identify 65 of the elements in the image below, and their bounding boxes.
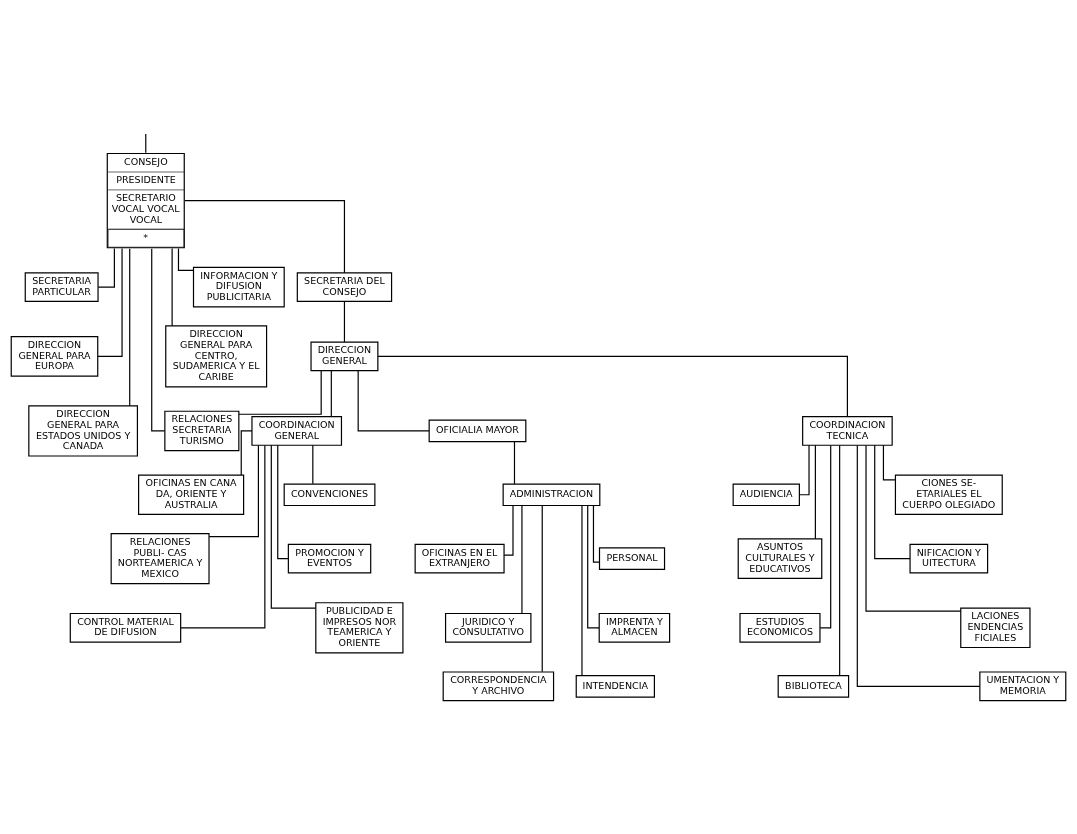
node-box: NIFICACION Y UITECTURA [909, 543, 989, 574]
connector [184, 200, 346, 274]
connector [270, 444, 317, 609]
node-box: COORDINACION GENERAL [251, 416, 343, 446]
node-box: PUBLICIDAD E IMPRESOS NOR TEAMERICA Y ORIENTE [315, 602, 404, 654]
connector [541, 505, 543, 673]
node-box: DIRECCION GENERAL PARA CENTRO, SUDAMERICA Y EL CARIBE [165, 325, 268, 388]
node-box: CORRESPONDENCIA Y ARCHIVO [442, 671, 555, 702]
node-box: SECRETARIA PARTICULAR [24, 272, 99, 303]
node-box: PROMOCION Y EVENTOS [287, 543, 372, 574]
connector [277, 444, 289, 560]
node-box: ADMINISTRACION [502, 483, 601, 507]
connector [97, 247, 115, 288]
connector [521, 505, 523, 614]
node-box: ESTUDIOS ECONOMICOS [739, 612, 821, 643]
connector [240, 430, 253, 476]
connector [874, 444, 911, 560]
node-box: RELACIONES SECRETARIA TURISMO [164, 410, 240, 452]
node-box: IMPRENTA Y ALMACEN [598, 612, 671, 643]
connector [357, 370, 430, 432]
connector [97, 247, 123, 357]
connector [798, 444, 810, 496]
node-box: CIONES SE- ETARIALES EL CUERPO OLEGIADO [894, 474, 1003, 516]
node-box: DIRECCION GENERAL PARA ESTADOS UNIDOS Y CANADA [28, 405, 138, 457]
connector [513, 441, 516, 485]
node-box: OFICIALIA MAYOR [428, 419, 527, 443]
node-box: JURIDICO Y CONSULTATIVO [445, 612, 532, 643]
connector [129, 248, 131, 407]
connector [865, 444, 962, 612]
node-box: INFORMACION Y DIFUSION PUBLICITARIA [192, 266, 285, 308]
connector [581, 505, 583, 676]
node-box: OFICINAS EN EL EXTRANJERO [414, 543, 505, 574]
node-box: CONVENCIONES [283, 483, 376, 507]
connector [839, 444, 841, 677]
connector [171, 247, 173, 327]
connector [238, 370, 322, 415]
connector [856, 444, 981, 687]
node-box: CONTROL MATERIAL DE DIFUSION [69, 612, 182, 643]
node-box: AUDIENCIA [732, 483, 800, 507]
node-box: BIBLIOTECA [777, 674, 850, 698]
node-box: COORDINACION TECNICA [802, 416, 893, 446]
node-box: UMENTACION Y MEMORIA [979, 671, 1067, 702]
connector [814, 444, 816, 540]
connector [330, 370, 332, 418]
node-box: ASUNTOS CULTURALES Y EDUCATIVOS [737, 538, 823, 579]
connector [377, 355, 848, 418]
node-box: INTENDENCIA [575, 674, 655, 698]
connector [180, 444, 266, 629]
node-box: DIRECCION GENERAL [310, 341, 379, 372]
connector [587, 505, 600, 629]
connector [592, 505, 601, 563]
connector [177, 247, 194, 272]
node-box: SECRETARIA DEL CONSEJO [296, 272, 393, 303]
connector [503, 504, 514, 556]
connector [882, 444, 896, 481]
node-box: LACIONES ENDENCIAS FICIALES [960, 607, 1031, 649]
node-box: OFICINAS EN CANA DA, ORIENTE Y AUSTRALIA [138, 474, 245, 516]
connector [312, 444, 314, 485]
connector [819, 444, 832, 629]
connector [145, 133, 147, 154]
node-box: DIRECCION GENERAL PARA EUROPA [10, 336, 99, 377]
node-box: RELACIONES PUBLI- CAS NORTEAMERICA Y MEXICO [110, 532, 210, 585]
node-box: PERSONAL [598, 547, 666, 570]
connector [343, 300, 346, 343]
connector [208, 444, 259, 538]
